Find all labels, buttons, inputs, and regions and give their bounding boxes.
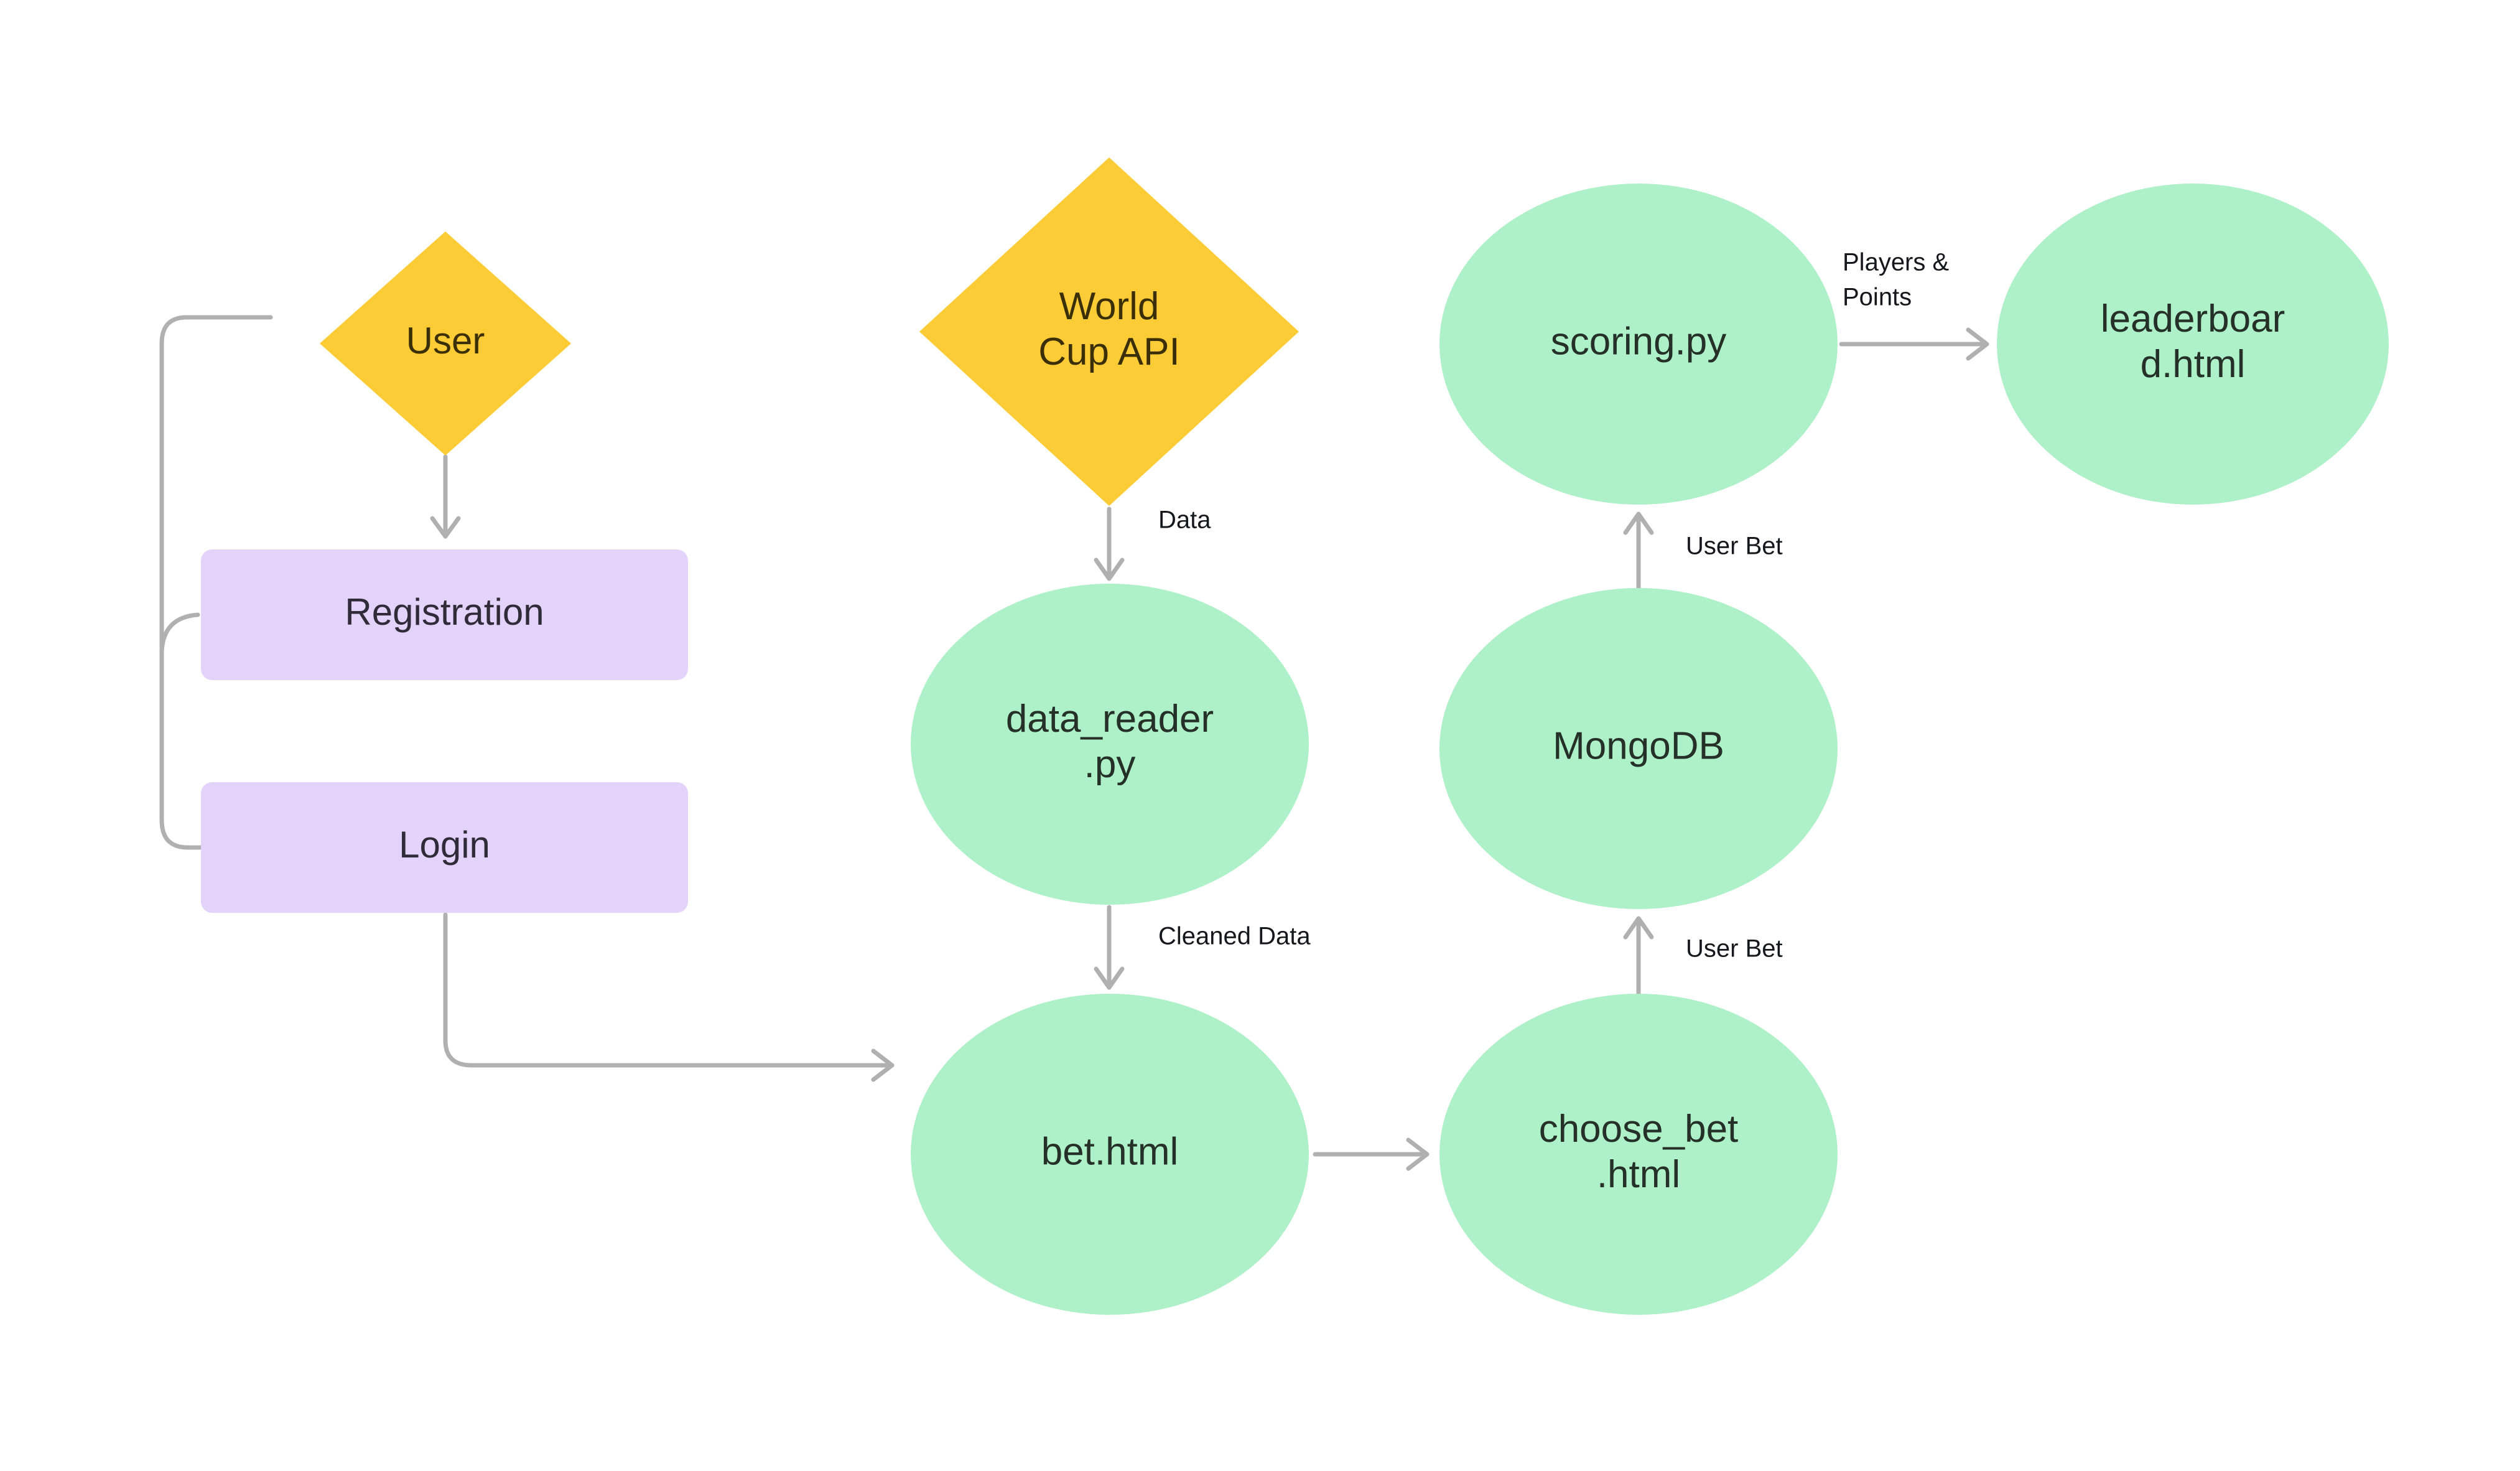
node-label-worldcupapi: World [1059,285,1160,328]
node-mongodb[interactable]: MongoDB [1439,588,1838,909]
node-choose_bet[interactable]: choose_bet.html [1439,994,1838,1315]
node-login[interactable]: Login [201,782,688,913]
edge-user-to-registration [430,454,461,539]
edge-registration-to-login [159,612,200,655]
arrowhead-icon [430,516,461,539]
node-shape-rect [201,549,688,680]
edge-label-text: User Bet [1686,935,1783,963]
edge-data_reader-to-bet [1094,905,1125,990]
edge-label-choose_bet-to-mongodb: User Bet [1686,935,1783,963]
arrowhead-icon [1094,558,1125,581]
node-label-registration: Registration [345,591,544,633]
edge-login-to-bet [443,912,895,1082]
edge-line [443,912,892,1068]
node-label-choose_bet: choose_bet [1539,1108,1739,1151]
edge-label-text: User Bet [1686,533,1783,560]
arrowhead-icon [1623,511,1654,535]
node-shape-ellipse [911,994,1309,1315]
node-shape-ellipse [1997,184,2389,505]
node-label-data_reader: .py [1084,743,1136,786]
node-shape-rect [201,782,688,913]
node-label-login: Login [399,824,490,866]
node-label-mongodb: MongoDB [1553,724,1724,767]
node-shape-diamond [320,231,571,455]
node-bet_html[interactable]: bet.html [911,994,1309,1315]
arrowhead-icon [1623,916,1654,940]
node-label-leaderboard: leaderboar [2101,297,2285,340]
node-label-choose_bet: .html [1597,1153,1680,1196]
node-label-worldcupapi: Cup API [1038,330,1179,373]
edge-label-text: Data [1158,507,1211,534]
node-shape-ellipse [1439,994,1838,1315]
node-shape-ellipse [1439,588,1838,909]
edge-label-mongodb-to-scoring: User Bet [1686,533,1783,560]
edge-mongodb-to-scoring [1623,511,1654,592]
node-scoring_py[interactable]: scoring.py [1439,184,1838,505]
node-shape-ellipse [1439,184,1838,505]
node-shape-diamond [919,157,1299,506]
edge-label-text: Points [1843,284,1912,311]
edge-bet-to-choose_bet [1313,1137,1430,1171]
node-label-leaderboard: d.html [2141,343,2246,386]
node-data_reader[interactable]: data_reader.py [911,584,1309,905]
arrowhead-icon [871,1048,895,1082]
edge-scoring-to-leaderboard [1839,327,1989,361]
node-label-user: User [406,320,485,362]
node-label-bet_html: bet.html [1041,1130,1179,1173]
edge-worldcupapi-to-data_reader [1094,507,1125,581]
node-label-scoring_py: scoring.py [1551,320,1727,363]
node-registration[interactable]: Registration [201,549,688,680]
arrowhead-icon [1966,327,1989,361]
edge-line [159,315,273,850]
edge-line [159,612,200,655]
edge-label-data_reader-to-bet: Cleaned Data [1158,923,1311,950]
arrowhead-icon [1094,966,1125,990]
arrowhead-icon [1406,1137,1430,1171]
node-user[interactable]: User [320,231,571,455]
edges-layer [159,315,1989,1171]
edge-choose_bet-to-mongodb [1623,916,1654,998]
edge-label-worldcupapi-to-data_reader: Data [1158,507,1211,534]
edge-label-text: Cleaned Data [1158,923,1311,950]
node-shape-ellipse [911,584,1309,905]
edge-label-text: Players & [1843,249,1949,276]
node-label-data_reader: data_reader [1006,698,1214,740]
edge-label-scoring-to-leaderboard: Players & Points [1843,249,1949,311]
